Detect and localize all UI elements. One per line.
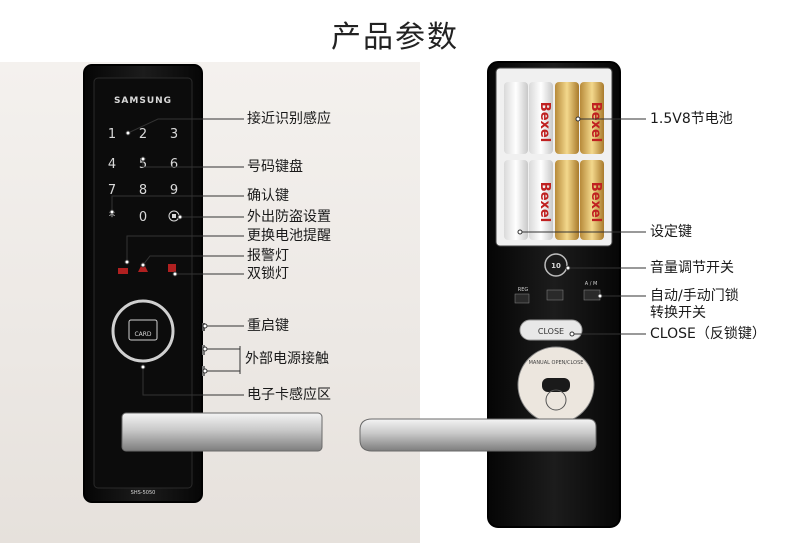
- callout-confirm-key: 确认键: [247, 188, 289, 204]
- key-0[interactable]: 0: [139, 210, 147, 225]
- callout-battery-reminder: 更换电池提醒: [247, 228, 331, 244]
- volume-slider[interactable]: [546, 289, 564, 301]
- callout-double-lock-light: 双锁灯: [247, 266, 289, 282]
- manual-thumb-turn[interactable]: MANUAL OPEN/CLOSE: [517, 346, 595, 424]
- am-label: A / M: [585, 281, 598, 287]
- battery-brand-2: Bexel: [588, 102, 603, 142]
- close-text: CLOSE: [538, 327, 564, 336]
- key-1[interactable]: 1: [108, 127, 116, 142]
- left-leader-lines: [109, 118, 244, 396]
- volume-switch[interactable]: 10: [544, 253, 568, 277]
- card-text: CARD: [134, 331, 151, 338]
- model-number: SHS-5050: [131, 490, 156, 496]
- front-handle[interactable]: [121, 412, 323, 452]
- callout-away-security: 外出防盗设置: [247, 209, 331, 225]
- front-background: [0, 62, 420, 543]
- brand-logo: SAMSUNG: [114, 96, 172, 106]
- auto-manual-switch[interactable]: [583, 289, 601, 301]
- callout-switch: 转换开关: [650, 305, 706, 321]
- page-title: 产品参数: [331, 20, 459, 55]
- close-button[interactable]: CLOSE: [519, 319, 583, 341]
- callout-batteries: 1.5V8节电池: [650, 111, 733, 127]
- callout-reset-key: 重启键: [247, 318, 289, 334]
- double-lock-light: [168, 264, 176, 272]
- key-2[interactable]: 2: [139, 127, 147, 142]
- callout-keypad: 号码键盘: [247, 159, 303, 175]
- key-6[interactable]: 6: [170, 157, 178, 172]
- key-7[interactable]: 7: [108, 183, 116, 198]
- callout-alarm-light: 报警灯: [247, 248, 289, 264]
- key-star[interactable]: *: [109, 210, 116, 225]
- reg-label: REG: [518, 287, 529, 293]
- battery-brand: Bexel: [537, 102, 552, 142]
- callout-auto-manual: 自动/手动门锁: [650, 288, 739, 304]
- back-handle[interactable]: [359, 418, 597, 452]
- reg-button[interactable]: [514, 293, 530, 304]
- key-3[interactable]: 3: [170, 127, 178, 142]
- callout-card-area: 电子卡感应区: [247, 387, 331, 403]
- battery-warning-light: [118, 268, 128, 274]
- callout-external-power: 外部电源接触: [245, 351, 329, 367]
- battery-brand-3: Bexel: [537, 182, 552, 222]
- key-9[interactable]: 9: [170, 183, 178, 198]
- back-lock-panel: Bexel Bexel Bexel Bexel 10 REG A / M CLO…: [487, 61, 621, 528]
- callout-proximity-sensor: 接近识别感应: [247, 111, 331, 127]
- volume-mark: 10: [551, 262, 561, 270]
- battery-brand-4: Bexel: [588, 182, 603, 222]
- callout-volume-switch: 音量调节开关: [650, 260, 734, 276]
- manual-text: MANUAL OPEN/CLOSE: [529, 360, 584, 366]
- key-4[interactable]: 4: [108, 157, 116, 172]
- key-8[interactable]: 8: [139, 183, 147, 198]
- right-leader-lines: [517, 116, 646, 337]
- callout-close-key: CLOSE（反锁键）: [650, 326, 766, 342]
- callout-setting-key: 设定键: [650, 224, 692, 240]
- card-reader-area[interactable]: CARD: [111, 299, 175, 363]
- battery-pack: Bexel Bexel Bexel Bexel: [504, 82, 604, 240]
